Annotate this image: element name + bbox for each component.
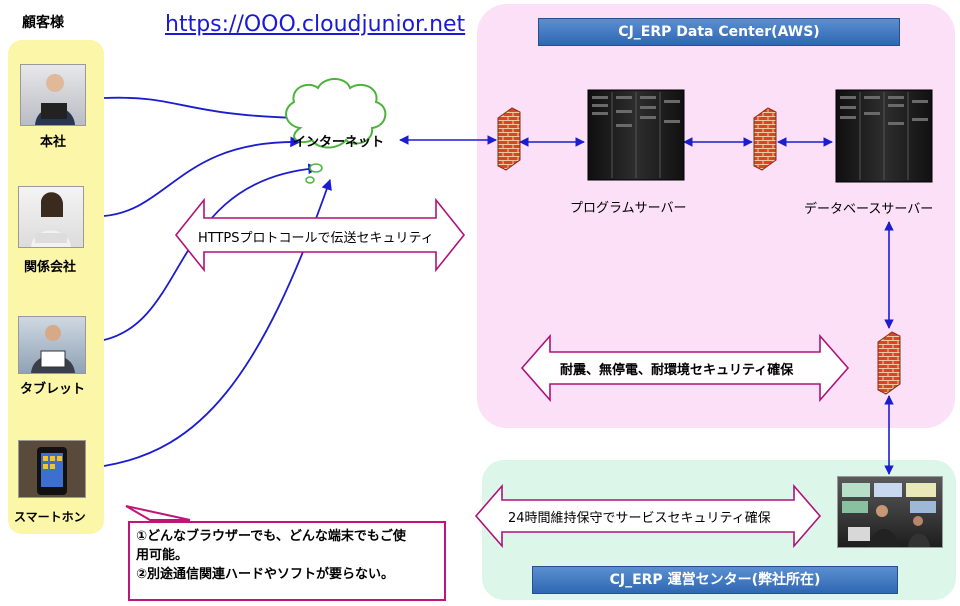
ops-double-arrow [474, 483, 822, 549]
note-line-3: ②別途通信関連ハードやソフトが要らない。 [136, 567, 395, 582]
customer-label-smartphone: スマートホン [14, 510, 86, 524]
firewall-icon [877, 331, 901, 395]
https-arrow-text: HTTPSプロトコールで伝送セキュリティ [198, 231, 434, 246]
feature-note: ①どんなブラウザーでも、どんな端末でもご使 用可能。 ②別途通信関連ハードやソフ… [128, 521, 446, 601]
connector-headoffice [103, 96, 301, 119]
https-double-arrow [174, 197, 466, 273]
note-callout-tail [125, 505, 191, 521]
smartphone-photo [18, 440, 86, 498]
datacenter-banner: CJ_ERP Data Center(AWS) [538, 18, 900, 46]
internet-cloud-icon [285, 78, 387, 184]
program-server-label: プログラムサーバー [570, 201, 687, 216]
internet-label: インターネット [293, 135, 385, 150]
ops-arrow-text: 24時間維持保守でサービスセキュリティ確保 [508, 511, 771, 526]
affiliate-photo [18, 186, 84, 248]
customers-title: 顧客様 [22, 15, 64, 31]
connector-affiliate [103, 136, 302, 217]
ops-center-banner: CJ_ERP 運営センター(弊社所在) [532, 566, 898, 594]
program-server-icon [587, 89, 685, 181]
datacenter-double-arrow [520, 333, 850, 403]
note-line-1: ①どんなブラウザーでも、どんな端末でもご使 [136, 529, 406, 544]
customer-label-tablet: タブレット [20, 382, 86, 397]
customer-label-headoffice: 本社 [40, 135, 67, 150]
customer-label-affiliate: 関係会社 [24, 260, 77, 275]
connector-tablet [103, 163, 320, 341]
firewall-icon [497, 107, 521, 171]
note-line-2: 用可能。 [136, 548, 189, 563]
service-url-link[interactable]: https://OOO.cloudjunior.net [165, 12, 466, 37]
headoffice-photo [20, 64, 86, 126]
firewall-icon [753, 107, 777, 171]
database-server-icon [835, 89, 933, 183]
connector-smartphone [103, 178, 332, 467]
tablet-photo [18, 316, 86, 374]
ops-center-photo [837, 476, 943, 548]
datacenter-arrow-text: 耐震、無停電、耐環境セキュリティ確保 [560, 363, 794, 378]
database-server-label: データベースサーバー [804, 202, 934, 217]
